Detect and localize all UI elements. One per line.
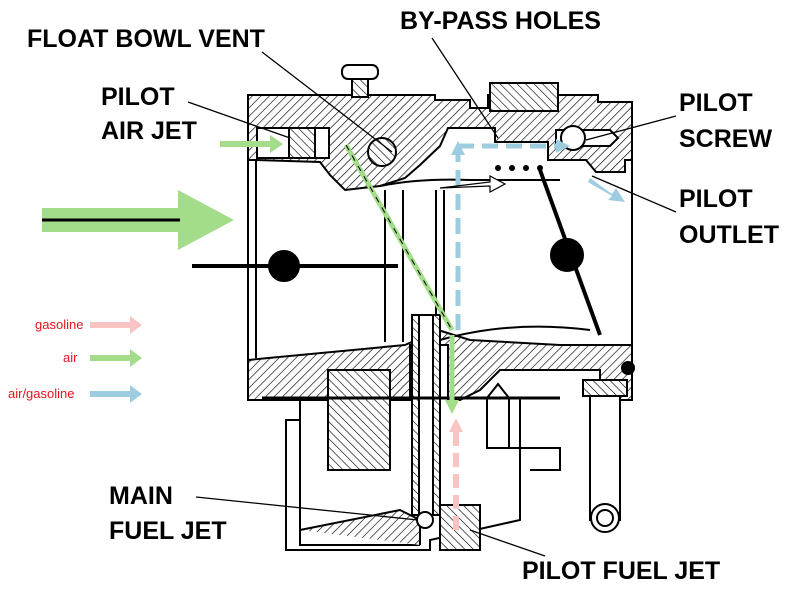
fuel-arrows <box>449 418 463 530</box>
emulsion-tube-wall-right <box>432 314 441 516</box>
pilot-air-jet <box>288 127 316 159</box>
vent-plug <box>367 137 397 167</box>
label-float-bowl-vent: FLOAT BOWL VENT <box>27 25 265 53</box>
float <box>327 369 391 471</box>
bypass-hole-3 <box>523 165 529 171</box>
label-pilot-fuel-jet: PILOT FUEL JET <box>522 557 721 585</box>
main-fuel-jet <box>416 511 434 529</box>
float-bowl-bottom <box>299 508 421 545</box>
pilot-outlet-arrow <box>588 178 625 202</box>
bypass-hole-2 <box>509 165 515 171</box>
label-pilot-outlet-line2: OUTLET <box>679 221 779 249</box>
emulsion-tube-wall-left <box>411 314 420 516</box>
leader-pilot-fuel-jet <box>469 529 546 557</box>
leader-by-pass-holes <box>431 37 499 139</box>
float-bowl <box>262 397 521 551</box>
airflow-arrows <box>42 135 459 414</box>
overflow-collar <box>582 379 628 397</box>
leader-pilot-outlet <box>591 175 677 213</box>
label-pilot-air-jet-line1: PILOT <box>101 83 175 111</box>
side-plug <box>621 361 635 375</box>
legend-gasoline-arrow <box>90 316 142 334</box>
bypass-arrow <box>439 175 507 193</box>
label-main-fuel-jet-line1: MAIN <box>109 482 173 510</box>
throttle-shaft <box>550 238 584 272</box>
mixture-arrows <box>439 139 625 330</box>
legend-air-gasoline-label: air/gasoline <box>8 386 75 401</box>
pilot-screw-head <box>560 125 586 151</box>
legend-air-arrow <box>90 349 142 367</box>
label-pilot-air-jet-line2: AIR JET <box>101 117 197 145</box>
leader-main-fuel-jet <box>195 496 419 521</box>
label-pilot-outlet-line1: PILOT <box>679 185 753 213</box>
nozzle-air-head <box>445 400 459 414</box>
choke-shaft <box>268 250 300 282</box>
throat-outline-left <box>247 160 254 361</box>
pilot-fuel-head <box>449 418 463 432</box>
needle-tip <box>486 382 510 399</box>
float-bowl-inner <box>299 420 420 546</box>
legend-arrows <box>90 316 142 403</box>
bypass-hole-4 <box>537 165 543 171</box>
main-jet-base <box>439 504 481 551</box>
top-screw-shank <box>351 78 369 98</box>
label-by-pass-holes: BY-PASS HOLES <box>400 7 601 35</box>
legend-air-label: air <box>63 350 78 365</box>
leader-lines <box>187 37 677 557</box>
venturi-bottom-curve <box>439 325 591 341</box>
leader-pilot-screw <box>585 115 677 141</box>
bypass-cap <box>489 82 559 112</box>
top-screw-head <box>341 64 379 80</box>
bypass-holes <box>495 165 543 171</box>
bypass-hole-1 <box>495 165 501 171</box>
legend-gasoline-label: gasoline <box>35 317 84 332</box>
legend-air-gasoline-arrow <box>90 385 142 403</box>
label-main-fuel-jet-line2: FUEL JET <box>109 517 227 545</box>
carburetor-body <box>192 64 635 551</box>
vent-air-line <box>343 143 455 332</box>
leader-float-bowl-vent <box>261 51 393 153</box>
pilot-across-head <box>556 139 570 153</box>
label-pilot-screw-line2: SCREW <box>679 125 773 153</box>
leader-pilot-air-jet <box>187 101 291 139</box>
label-pilot-screw-line1: PILOT <box>679 89 753 117</box>
pilot-air-arrow <box>220 135 283 153</box>
overflow-end-inner <box>596 509 614 527</box>
float-arm <box>487 447 561 471</box>
overflow-tube <box>589 379 621 521</box>
needle-valve <box>486 397 510 449</box>
venturi-top-curve <box>379 178 560 187</box>
upper-body-casting <box>247 94 633 192</box>
